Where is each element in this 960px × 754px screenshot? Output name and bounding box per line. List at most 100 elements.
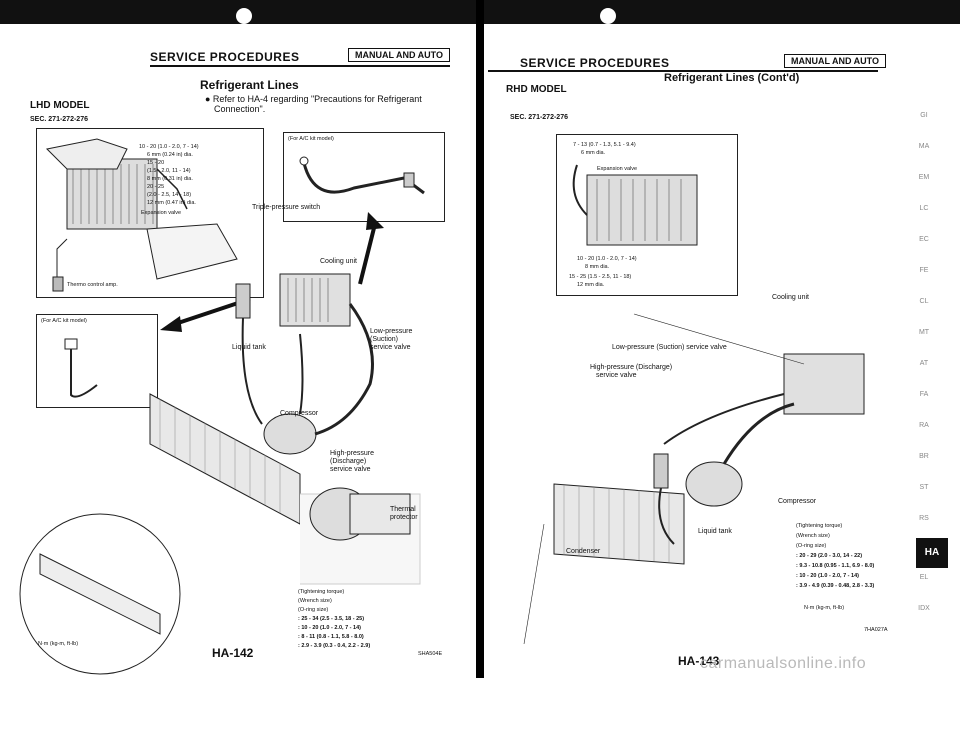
spec-text: 12 mm (0.47 in) dia. xyxy=(147,200,196,206)
callout-suction: (Suction) xyxy=(370,336,399,343)
legend-item: : 2.9 - 3.9 (0.3 - 0.4, 2.2 - 2.9) xyxy=(298,643,371,649)
tab-br: BR xyxy=(919,453,929,460)
legend-item: : 3.9 - 4.9 (0.39 - 0.48, 2.8 - 3.3) xyxy=(796,583,875,589)
callout-liquid-tank: Liquid tank xyxy=(232,344,266,351)
tab-ha-active: HA xyxy=(916,538,948,568)
spec-text: (2.0 - 2.5, 14 - 18) xyxy=(147,192,192,198)
spec-text: 10 - 20 (1.0 - 2.0, 7 - 14) xyxy=(577,256,637,262)
spec-text: (1.5 - 2.0, 11 - 14) xyxy=(147,168,191,174)
callout-service-valve-2: service valve xyxy=(330,466,371,473)
evaporator-drawing xyxy=(45,138,238,292)
tab-ec: EC xyxy=(919,236,929,243)
evaporator-inset: 10 - 20 (1.0 - 2.0, 7 - 14) 6 mm (0.24 i… xyxy=(36,128,264,298)
tab-em: EM xyxy=(918,174,930,181)
header-rule xyxy=(488,70,878,72)
callout-thermo-amp: Thermo control amp. xyxy=(67,282,118,288)
unit-note: N·m (kg-m, ft-lb) xyxy=(804,605,845,611)
tab-mt: MT xyxy=(918,329,930,336)
callout-expansion-valve: Expansion valve xyxy=(597,166,638,172)
unit-note: N·m (kg-m, ft-lb) xyxy=(38,641,79,647)
evaporator-inset: 7 - 13 (0.7 - 1.3, 5.1 - 9.4) 6 mm dia. … xyxy=(556,134,738,296)
spec-text: 7 - 13 (0.7 - 1.3, 5.1 - 9.4) xyxy=(573,142,636,148)
section-tabs: GI MA EM LC EC FE CL MT AT FA RA BR ST R… xyxy=(914,112,934,577)
spec-text: 15 - 25 (1.5 - 2.5, 11 - 18) xyxy=(569,274,632,280)
callout-low-pressure: Low-pressure (Suction) service valve xyxy=(612,344,727,351)
legend-item: (O-ring size) xyxy=(298,607,329,613)
callout-compressor: Compressor xyxy=(778,498,817,505)
legend-item: (Tightening torque) xyxy=(796,523,843,529)
callout-discharge: (Discharge) xyxy=(330,458,367,465)
binding-hole xyxy=(600,8,616,24)
callout-service-valve: service valve xyxy=(370,344,411,351)
callout-cooling-unit: Cooling unit xyxy=(320,258,357,265)
legend-item: (Wrench size) xyxy=(298,598,332,604)
callout-high-pressure: High-pressure xyxy=(330,450,374,457)
callout-cooling-unit: Cooling unit xyxy=(772,294,809,301)
tab-rs: RS xyxy=(919,515,929,522)
manual-badge: MANUAL AND AUTO xyxy=(784,54,886,68)
callout-protector: protector xyxy=(390,514,418,521)
callout-liquid-tank: Liquid tank xyxy=(698,528,732,535)
callout-expansion-valve: Expansion valve xyxy=(141,210,182,216)
tab-gi: GI xyxy=(920,112,928,119)
figure-code: SHA504E xyxy=(418,651,443,657)
figure-code: 7HA027A xyxy=(864,627,888,633)
spec-text: 12 mm dia. xyxy=(577,282,605,288)
ac-kit-inset-2: (For A/C kit model) xyxy=(36,314,158,408)
binding-hole xyxy=(236,8,252,24)
spec-text: 8 mm (0.31 in) dia. xyxy=(147,176,193,182)
ac-kit-pipe-drawing xyxy=(64,338,98,398)
section-title: Refrigerant Lines xyxy=(200,78,299,92)
section-title: Refrigerant Lines (Cont'd) xyxy=(664,72,800,84)
spec-text: 6 mm dia. xyxy=(581,150,606,156)
tab-idx: IDX xyxy=(918,605,930,612)
legend-item: (O-ring size) xyxy=(796,543,827,549)
page-gutter xyxy=(476,0,484,678)
legend-item: : 20 - 29 (2.0 - 3.0, 14 - 22) xyxy=(796,553,863,559)
tab-ma: MA xyxy=(918,143,930,150)
left-page: SERVICE PROCEDURES MANUAL AND AUTO Refri… xyxy=(0,24,476,678)
page-number: HA-142 xyxy=(212,646,254,660)
spec-text: 8 mm dia. xyxy=(585,264,610,270)
legend-item: : 25 - 34 (2.5 - 3.5, 18 - 25) xyxy=(298,616,365,622)
legend-item: (Wrench size) xyxy=(796,533,830,539)
legend-item: : 8 - 11 (0.8 - 1.1, 5.8 - 8.0) xyxy=(298,634,364,640)
section-code: SEC. 271-272-276 xyxy=(510,114,568,121)
spec-text: 10 - 20 (1.0 - 2.0, 7 - 14) xyxy=(139,144,199,150)
ac-kit-inset: (For A/C kit model) xyxy=(283,132,445,222)
inset-caption: (For A/C kit model) xyxy=(288,136,334,142)
model-label: LHD MODEL xyxy=(30,100,90,111)
tab-lc: LC xyxy=(919,205,929,212)
inset-caption: (For A/C kit model) xyxy=(41,318,87,324)
spec-text: 20 - 25 xyxy=(147,184,165,190)
callout-service-valve: service valve xyxy=(596,372,637,379)
callout-low-pressure: Low-pressure xyxy=(370,328,413,335)
manual-badge: MANUAL AND AUTO xyxy=(348,48,450,62)
callout-thermal: Thermal xyxy=(390,506,416,513)
tab-fe: FE xyxy=(919,267,929,274)
header-rule xyxy=(150,65,450,67)
tab-el: EL xyxy=(919,574,929,581)
note-line: ● Refer to HA-4 regarding "Precautions f… xyxy=(205,94,422,104)
callout-triple-switch: Triple-pressure switch xyxy=(252,204,321,211)
callout-high-pressure: High-pressure (Discharge) xyxy=(590,364,673,371)
tab-st: ST xyxy=(919,484,929,491)
section-tabs-lower: EL IDX xyxy=(914,574,934,636)
callout-compressor: Compressor xyxy=(280,410,319,417)
right-page: SERVICE PROCEDURES MANUAL AND AUTO Refri… xyxy=(484,24,960,678)
evaporator-drawing xyxy=(572,164,698,246)
watermark: carmanualsonline.info xyxy=(700,655,867,672)
tab-fa: FA xyxy=(919,391,929,398)
legend-item: : 10 - 20 (1.0 - 2.0, 7 - 14) xyxy=(796,573,859,579)
callout-condenser: Condenser xyxy=(566,548,601,555)
lhd-system-drawing xyxy=(19,212,421,675)
page-header: SERVICE PROCEDURES xyxy=(150,50,300,64)
tab-at: AT xyxy=(919,360,929,367)
legend-item: (Tightening torque) xyxy=(298,589,345,595)
page-number: HA-143 xyxy=(678,654,720,668)
ac-kit-hose-drawing xyxy=(299,156,425,195)
spec-text: 15 - 20 xyxy=(147,160,165,166)
tab-ra: RA xyxy=(919,422,929,429)
rhd-system-drawing xyxy=(523,313,865,645)
model-label: RHD MODEL xyxy=(506,84,567,95)
